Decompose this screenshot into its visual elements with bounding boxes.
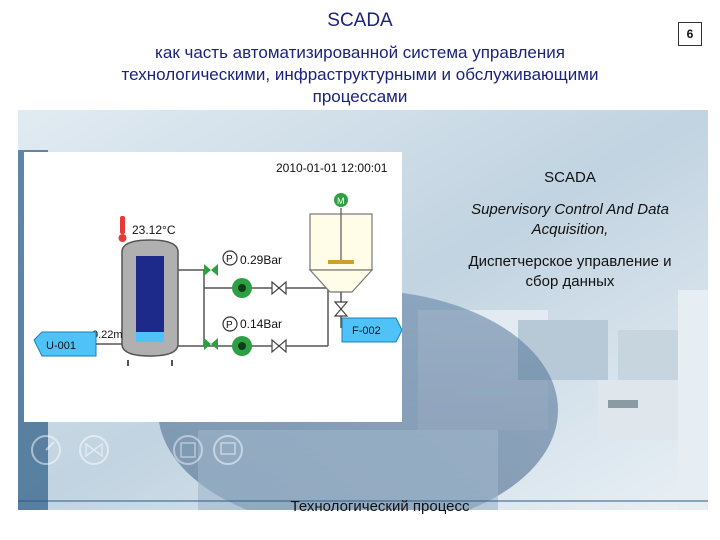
control-valve-2[interactable]: [204, 338, 218, 350]
temperature-readout: 23.12°C: [132, 223, 176, 237]
subtitle-line-2: технологическими, инфраструктурными и об…: [121, 65, 599, 84]
thermometer-icon: [118, 216, 127, 242]
pressure-readout-2: 0.14Bar: [240, 317, 282, 331]
scada-definition: SCADA Supervisory Control And Data Acqui…: [425, 168, 715, 292]
definition-term: SCADA: [544, 169, 596, 186]
subtitle-line-1: как часть автоматизированной система упр…: [155, 43, 565, 62]
hand-valve-2[interactable]: [271, 338, 287, 354]
pressure-readout-1: 0.29Bar: [240, 253, 282, 267]
definition-russian-2: сбор данных: [525, 273, 615, 290]
valve-icon: [79, 435, 109, 465]
motor-icon[interactable]: M: [334, 193, 348, 207]
definition-english-1: Supervisory Control And Data: [471, 201, 669, 218]
pressure-sensor-2[interactable]: [222, 316, 238, 332]
device-icon: [173, 435, 203, 465]
pump-2-icon[interactable]: [232, 336, 252, 356]
source-unit-label: U-001: [46, 340, 76, 352]
hand-valve-1[interactable]: [271, 280, 287, 296]
page-number: 6: [678, 22, 702, 46]
hmi-timestamp: 2010-01-01 12:00:01: [276, 161, 388, 175]
pressure-symbol-2: P: [226, 320, 233, 331]
level-readout: 0.22m: [92, 329, 123, 341]
process-diagram: 2010-01-01 12:00:01 23.12°C 0.22m U-001: [24, 152, 403, 422]
slide-title: SCADA: [327, 10, 393, 31]
subtitle-line-3: процессами: [312, 87, 408, 106]
definition-russian-1: Диспетчерское управление и: [468, 253, 672, 270]
target-unit-f002[interactable]: F-002: [341, 317, 403, 343]
source-unit-u001[interactable]: U-001: [33, 331, 97, 357]
target-unit-label: F-002: [352, 325, 381, 337]
mixer-vessel: [308, 208, 374, 293]
control-valve-1[interactable]: [204, 264, 218, 276]
motor-symbol: M: [337, 196, 345, 206]
definition-english-2: Acquisition,: [531, 221, 609, 238]
reactor-tank: [121, 239, 179, 366]
slide-subtitle: как часть автоматизированной система упр…: [60, 42, 660, 108]
hmi-panel: 2010-01-01 12:00:01 23.12°C 0.22m U-001: [24, 152, 403, 422]
slide-caption: Технологический процесс: [290, 498, 470, 515]
pressure-sensor-1[interactable]: [222, 250, 238, 266]
outlet-valve[interactable]: [333, 301, 349, 317]
monitor-icon: [213, 435, 243, 465]
pressure-symbol-1: P: [226, 254, 233, 265]
gauge-icon: [31, 435, 61, 465]
pump-1-icon[interactable]: [232, 278, 252, 298]
control-icons-row: [31, 435, 243, 465]
